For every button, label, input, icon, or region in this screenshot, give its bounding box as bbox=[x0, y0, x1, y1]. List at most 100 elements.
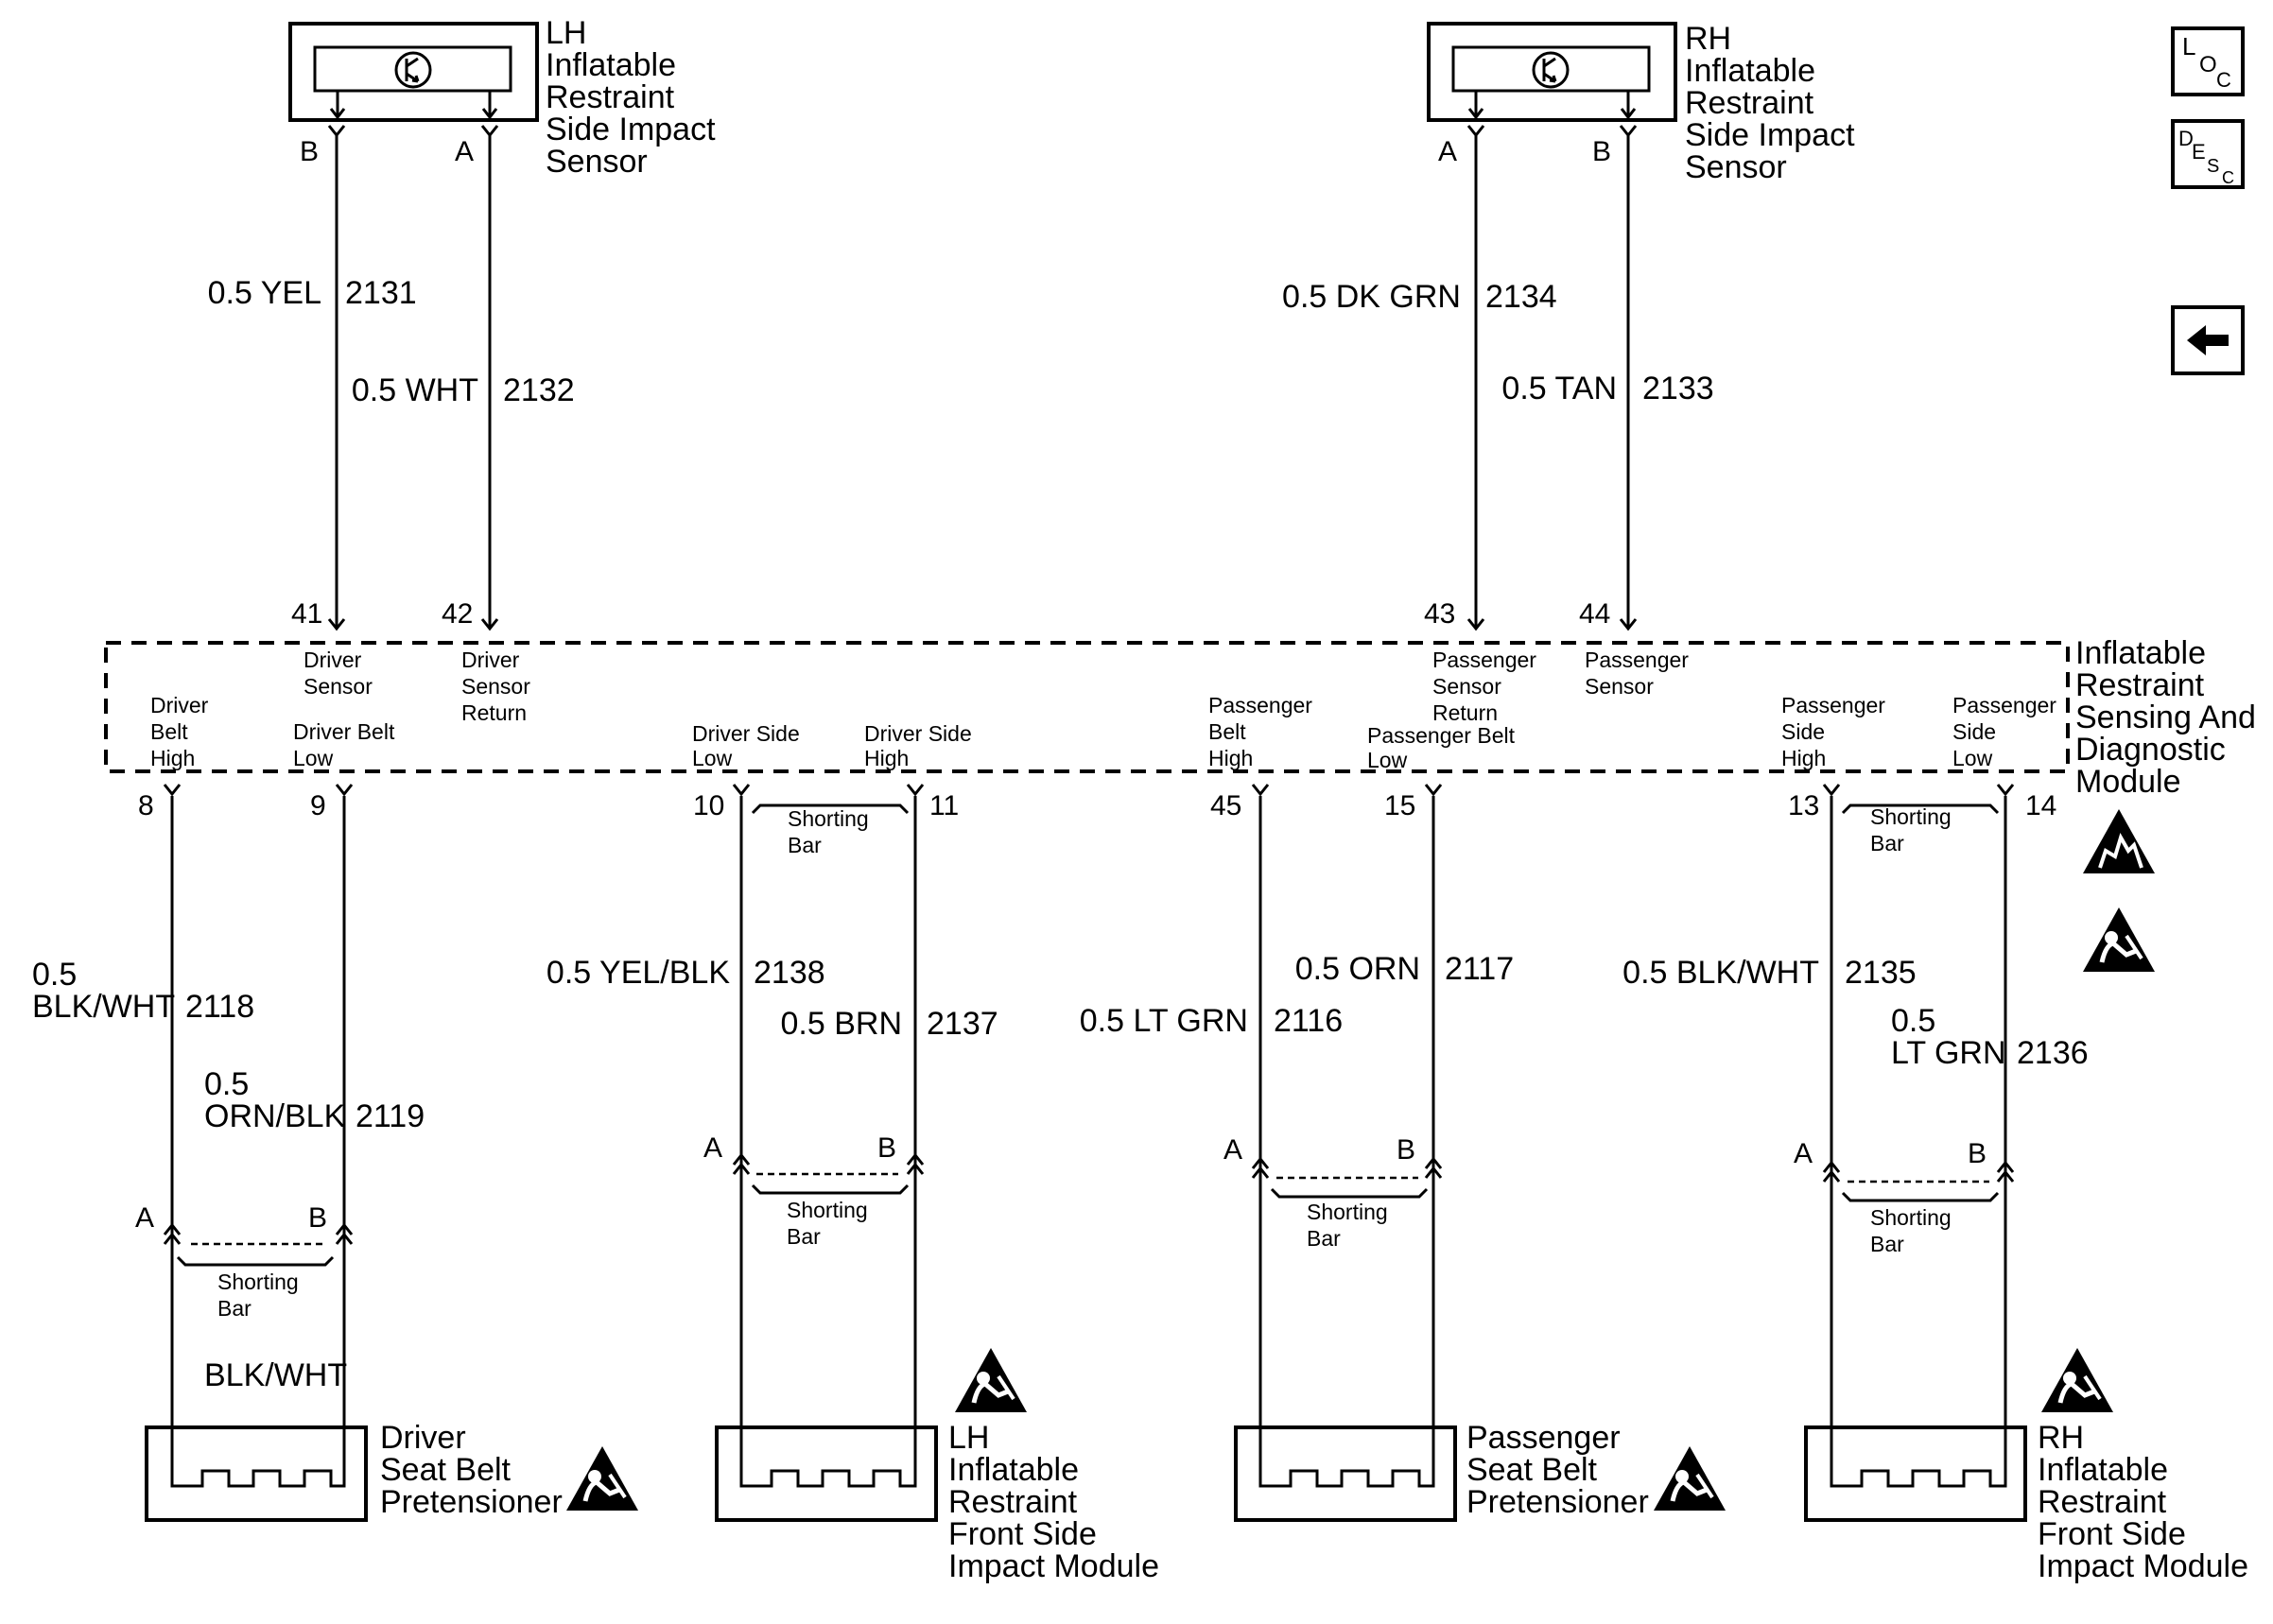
passenger-pretensioner-pin-b: B bbox=[1397, 1134, 1415, 1166]
svg-text:O: O bbox=[2199, 52, 2217, 78]
lh-front-shorting-bar-1: Shorting bbox=[787, 1198, 868, 1222]
term-passenger-belt-high-3: High bbox=[1208, 746, 1253, 770]
passenger-pretensioner-name-1: Passenger bbox=[1466, 1420, 1621, 1456]
rh-front-module-name-1: RH bbox=[2038, 1420, 2084, 1456]
rh-front-module-name-3: Restraint bbox=[2038, 1484, 2167, 1520]
rh-sensor-name-1: RH bbox=[1685, 21, 1731, 57]
driver-pretensioner-name-2: Seat Belt bbox=[380, 1452, 512, 1488]
airbag-warning-icon bbox=[955, 1348, 1027, 1412]
lh-sensor-name-4: Side Impact bbox=[546, 112, 716, 147]
module-pin-11: 11 bbox=[929, 790, 959, 821]
lh-front-module-name-1: LH bbox=[948, 1420, 989, 1456]
rh-sensor-name-4: Side Impact bbox=[1685, 117, 1855, 153]
passenger-pretensioner-pin-a: A bbox=[1223, 1134, 1242, 1166]
module-name-1: Inflatable bbox=[2075, 635, 2206, 671]
term-driver-sensor-return-1: Driver bbox=[461, 648, 520, 672]
driver-seat-belt-pretensioner: Driver Seat Belt Pretensioner bbox=[145, 1420, 638, 1522]
module-pin-8: 8 bbox=[138, 790, 154, 821]
loc-button[interactable]: L O C bbox=[2171, 26, 2245, 96]
rh-front-pin-b: B bbox=[1968, 1138, 1987, 1169]
wire-2133-size: 0.5 TAN bbox=[1501, 371, 1617, 406]
term-driver-side-high-1: Driver Side bbox=[864, 721, 972, 746]
wire-2119-color: ORN/BLK bbox=[204, 1098, 346, 1134]
module-pin-45: 45 bbox=[1210, 790, 1241, 821]
wire-2137-circuit: 2137 bbox=[927, 1006, 998, 1042]
desc-button[interactable]: D E S C bbox=[2171, 119, 2245, 189]
module-pin-10: 10 bbox=[693, 790, 724, 821]
wire-2116-circuit: 2116 bbox=[1274, 1003, 1343, 1039]
term-passenger-sensor-return-3: Return bbox=[1432, 700, 1498, 725]
airbag-warning-icon bbox=[2083, 907, 2155, 972]
module-pin-41: 41 bbox=[291, 598, 322, 630]
wire-2131-size: 0.5 YEL bbox=[208, 275, 321, 311]
module-shorting-bar-lh-2: Bar bbox=[788, 833, 822, 857]
wire-2135-circuit: 2135 bbox=[1845, 955, 1917, 991]
term-passenger-side-low-2: Side bbox=[1952, 719, 1996, 744]
term-driver-sensor-return-2: Sensor bbox=[461, 674, 530, 699]
wire-2134-size: 0.5 DK GRN bbox=[1282, 279, 1461, 315]
rh-front-module-name-5: Impact Module bbox=[2038, 1548, 2248, 1584]
term-passenger-belt-high-2: Belt bbox=[1208, 719, 1246, 744]
rh-sensor-pin-b: B bbox=[1592, 136, 1611, 167]
wire-2132-size: 0.5 WHT bbox=[352, 372, 478, 408]
rh-front-side-impact-module: RH Inflatable Restraint Front Side Impac… bbox=[1804, 1348, 2248, 1584]
term-passenger-belt-low-2: Low bbox=[1367, 748, 1408, 772]
term-driver-sensor-return-3: Return bbox=[461, 700, 527, 725]
rh-side-impact-sensor: RH Inflatable Restraint Side Impact Sens… bbox=[1427, 21, 1855, 185]
term-driver-belt-high-3: High bbox=[150, 746, 195, 770]
term-passenger-side-high-3: High bbox=[1781, 746, 1826, 770]
term-driver-sensor-2: Sensor bbox=[304, 674, 373, 699]
lh-front-module-name-2: Inflatable bbox=[948, 1452, 1079, 1488]
wire-2116-size: 0.5 LT GRN bbox=[1080, 1003, 1248, 1039]
module-name-2: Restraint bbox=[2075, 667, 2205, 703]
rh-front-module-connector: A B Shorting Bar bbox=[1794, 1138, 2015, 1256]
term-passenger-sensor-return-1: Passenger bbox=[1432, 648, 1536, 672]
lh-front-side-impact-module: LH Inflatable Restraint Front Side Impac… bbox=[715, 1348, 1159, 1584]
svg-text:C: C bbox=[2216, 68, 2231, 92]
passenger-seat-belt-pretensioner: Passenger Seat Belt Pretensioner bbox=[1234, 1420, 1726, 1522]
module-pin-9: 9 bbox=[310, 790, 326, 821]
lh-front-shorting-bar-2: Bar bbox=[787, 1224, 821, 1249]
wire-2132-circuit: 2132 bbox=[503, 372, 575, 408]
passenger-pretensioner-name-3: Pretensioner bbox=[1466, 1484, 1649, 1520]
svg-text:C: C bbox=[2222, 168, 2234, 187]
bottom-wires: 0.5 BLK/WHT 2118 0.5 ORN/BLK 2119 0.5 YE… bbox=[32, 796, 2089, 1435]
left-arrow-icon bbox=[2187, 325, 2229, 355]
driver-pretensioner-pin-a: A bbox=[135, 1202, 154, 1234]
wire-2134-circuit: 2134 bbox=[1485, 279, 1557, 315]
transistor-icon bbox=[1532, 51, 1570, 89]
rh-front-shorting-bar-2: Bar bbox=[1870, 1232, 1904, 1256]
term-passenger-belt-low-1: Passenger Belt bbox=[1367, 723, 1516, 748]
wire-2138-circuit: 2138 bbox=[754, 955, 825, 991]
term-driver-sensor-1: Driver bbox=[304, 648, 362, 672]
lh-front-module-name-4: Front Side bbox=[948, 1516, 1097, 1552]
transistor-icon bbox=[394, 51, 432, 89]
airbag-warning-icon bbox=[1654, 1446, 1726, 1511]
driver-pretensioner-pin-b: B bbox=[308, 1202, 327, 1234]
wire-2118-size: 0.5 bbox=[32, 957, 77, 993]
airbag-warning-icon bbox=[2041, 1348, 2113, 1412]
passenger-shorting-bar-1: Shorting bbox=[1307, 1200, 1388, 1224]
wire-2118-circuit: 2118 bbox=[185, 989, 254, 1025]
wire-2137-size: 0.5 BRN bbox=[781, 1006, 903, 1042]
term-driver-side-high-2: High bbox=[864, 746, 909, 770]
term-driver-belt-high-2: Belt bbox=[150, 719, 188, 744]
esd-warning-icon bbox=[2081, 807, 2157, 875]
wire-2131-circuit: 2131 bbox=[345, 275, 417, 311]
module-shorting-bar-lh-1: Shorting bbox=[788, 806, 869, 831]
term-driver-belt-low-1: Driver Belt bbox=[293, 719, 395, 744]
lh-side-impact-sensor: LH Inflatable Restraint Side Impact Sens… bbox=[288, 15, 716, 180]
term-passenger-sensor-1: Passenger bbox=[1585, 648, 1689, 672]
back-button[interactable] bbox=[2171, 305, 2245, 375]
term-passenger-side-low-3: Low bbox=[1952, 746, 1993, 770]
top-wires: 0.5 YEL 2131 0.5 WHT 2132 0.5 DK GRN 213… bbox=[208, 135, 1714, 631]
lh-sensor-pin-a: A bbox=[455, 136, 474, 167]
wire-2138-size: 0.5 YEL/BLK bbox=[547, 955, 730, 991]
module-pin-43: 43 bbox=[1424, 598, 1455, 630]
lh-sensor-pin-b: B bbox=[300, 136, 319, 167]
term-driver-belt-low-2: Low bbox=[293, 746, 334, 770]
rh-sensor-pin-a: A bbox=[1438, 136, 1457, 167]
lh-sensor-name-3: Restraint bbox=[546, 79, 675, 115]
svg-text:E: E bbox=[2192, 140, 2206, 164]
rh-front-pin-a: A bbox=[1794, 1138, 1813, 1169]
